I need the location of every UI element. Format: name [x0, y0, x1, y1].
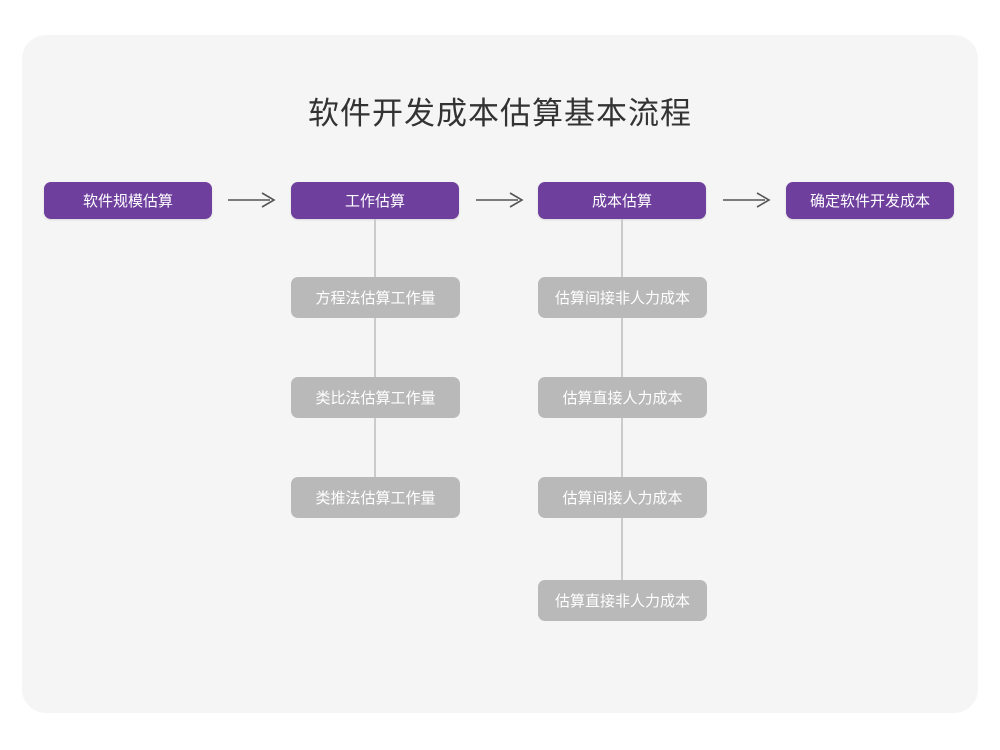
substep-node-label: 估算直接非人力成本 — [554, 593, 690, 610]
substep-node-2-1[interactable]: 方程法估算工作量 — [291, 277, 460, 318]
flow-arrow-1 — [228, 188, 276, 212]
flow-arrow-2 — [476, 188, 524, 212]
flow-node-step-4[interactable]: 确定软件开发成本 — [786, 182, 954, 219]
substep-node-label: 方程法估算工作量 — [315, 290, 436, 307]
flow-node-step-3[interactable]: 成本估算 — [538, 182, 706, 219]
substep-node-label: 估算直接人力成本 — [562, 390, 683, 407]
flow-arrow-3 — [723, 188, 771, 212]
page-title: 软件开发成本估算基本流程 — [308, 96, 692, 131]
flow-node-label: 确定软件开发成本 — [809, 193, 930, 210]
branch-connector-step-2 — [374, 219, 376, 477]
substep-node-2-2[interactable]: 类比法估算工作量 — [291, 377, 460, 418]
flow-node-label: 软件规模估算 — [82, 193, 173, 210]
substep-node-3-2[interactable]: 估算直接人力成本 — [538, 377, 707, 418]
flow-node-step-1[interactable]: 软件规模估算 — [44, 182, 212, 219]
substep-node-label: 估算间接非人力成本 — [554, 290, 690, 307]
substep-node-label: 估算间接人力成本 — [562, 490, 683, 507]
flow-node-label: 成本估算 — [591, 193, 652, 210]
flow-node-step-2[interactable]: 工作估算 — [291, 182, 459, 219]
substep-node-3-4[interactable]: 估算直接非人力成本 — [538, 580, 707, 621]
content-card — [22, 35, 978, 713]
substep-node-2-3[interactable]: 类推法估算工作量 — [291, 477, 460, 518]
substep-node-3-3[interactable]: 估算间接人力成本 — [538, 477, 707, 518]
flow-node-label: 工作估算 — [344, 193, 405, 210]
substep-node-label: 类推法估算工作量 — [315, 490, 436, 507]
substep-node-3-1[interactable]: 估算间接非人力成本 — [538, 277, 707, 318]
substep-node-label: 类比法估算工作量 — [315, 390, 436, 407]
